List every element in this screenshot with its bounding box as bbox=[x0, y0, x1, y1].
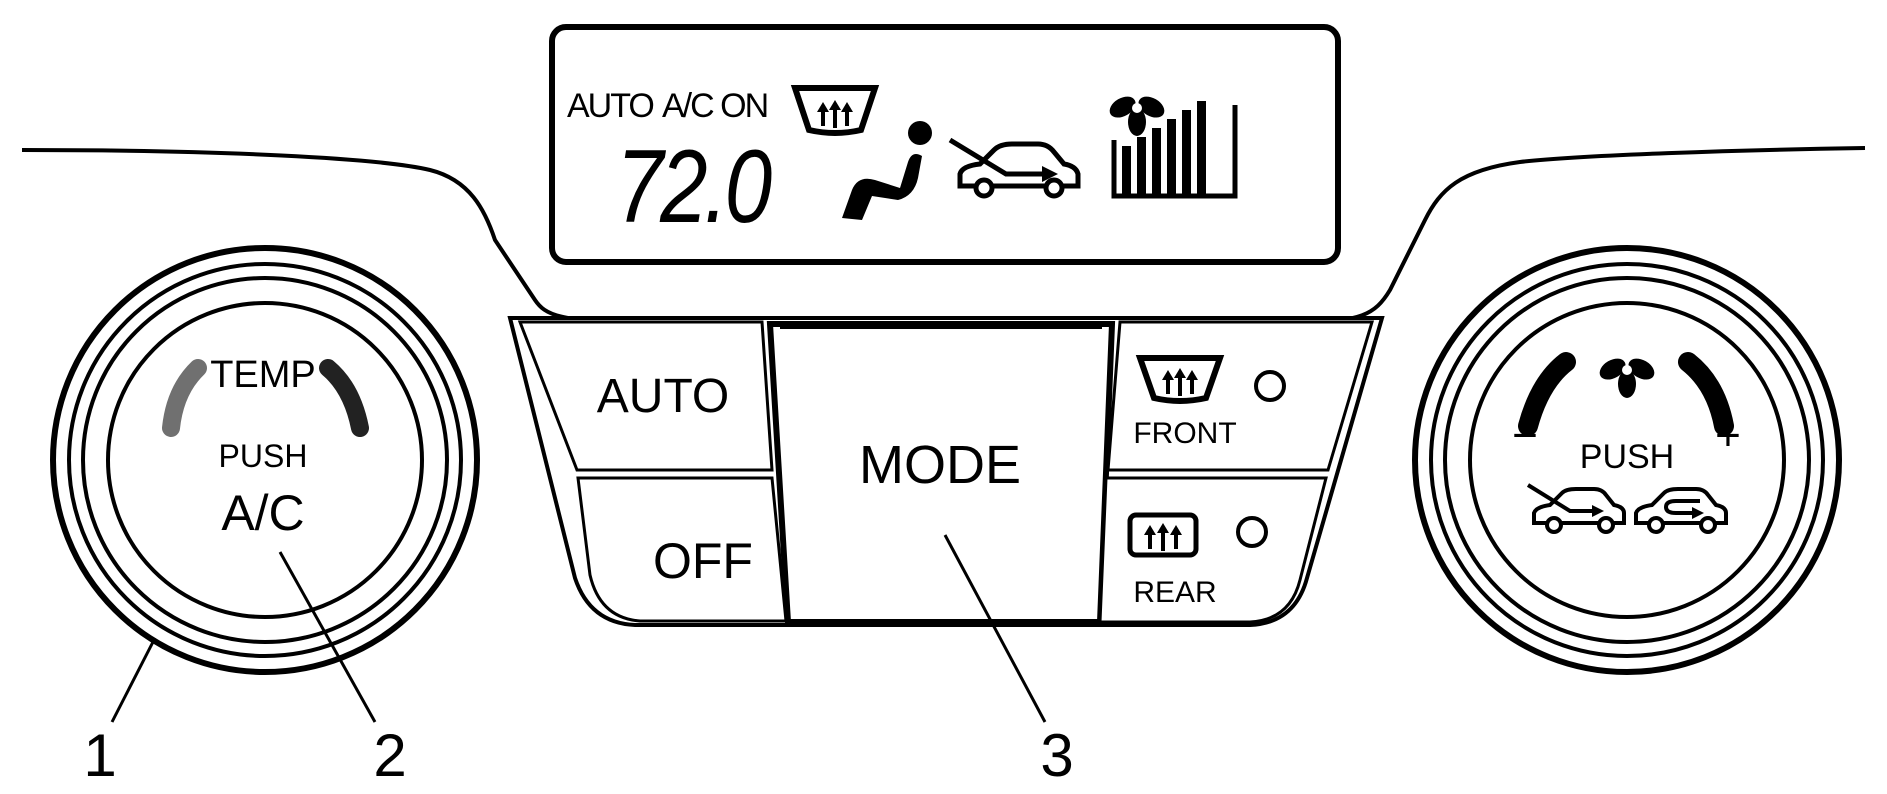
temp-label: TEMP bbox=[210, 354, 316, 396]
right-knob-push-label: PUSH bbox=[1580, 438, 1674, 476]
fan-increase-arc bbox=[1678, 352, 1734, 436]
front-defrost-button[interactable]: FRONT bbox=[1106, 320, 1375, 472]
button-cluster: AUTO OFF MODE FRONT bbox=[507, 316, 1385, 627]
front-defrost-icon bbox=[1135, 355, 1225, 404]
auto-button[interactable]: AUTO bbox=[517, 320, 774, 472]
lcd-display: AUTO A/C ON 72.0 bbox=[549, 24, 1341, 265]
temp-warm-arc bbox=[319, 359, 369, 437]
fan-speed-bar bbox=[1122, 146, 1131, 196]
callout-1: 1 bbox=[83, 722, 116, 789]
fan-icon bbox=[1109, 96, 1165, 136]
rear-defrost-button[interactable]: REAR bbox=[1098, 476, 1328, 624]
display-auto-text: AUTO bbox=[567, 87, 653, 125]
fan-decrease-arc bbox=[1518, 352, 1576, 436]
fan-speed-bar bbox=[1197, 101, 1206, 196]
fan-speed-bar bbox=[1182, 110, 1191, 196]
outside-air-car-icon bbox=[948, 137, 1081, 199]
lcd-frame bbox=[549, 24, 1341, 265]
rear-button-label: REAR bbox=[1133, 576, 1216, 609]
callout-3-leader bbox=[943, 534, 1047, 723]
fan-speed-bar bbox=[1152, 128, 1161, 196]
rear-defrost-icon bbox=[1127, 512, 1199, 558]
outside-air-icon bbox=[1526, 483, 1626, 534]
rear-defrost-indicator-light bbox=[1236, 516, 1268, 548]
vent-airflow-seat-icon bbox=[842, 121, 932, 220]
callout-2-leader bbox=[278, 551, 377, 723]
front-button-label: FRONT bbox=[1133, 417, 1236, 450]
left-knob-push-label: PUSH bbox=[219, 438, 308, 474]
mode-button[interactable]: MODE bbox=[766, 321, 1116, 625]
display-temperature: 72.0 bbox=[616, 129, 772, 245]
off-button[interactable]: OFF bbox=[576, 476, 788, 623]
fan-plus-label: + bbox=[1715, 411, 1741, 460]
ac-button-label: A/C bbox=[221, 485, 304, 541]
mode-button-label: MODE bbox=[859, 435, 1021, 495]
callout-3: 3 bbox=[1040, 722, 1073, 789]
callouts: 1 2 3 bbox=[83, 534, 1074, 789]
temperature-knob[interactable]: TEMP PUSH A/C bbox=[50, 245, 480, 675]
callout-2: 2 bbox=[373, 722, 406, 789]
fan-speed-knob[interactable]: − + PUSH bbox=[1412, 245, 1842, 675]
fan-speed-bar bbox=[1137, 137, 1146, 196]
windshield-defrost-icon bbox=[790, 85, 880, 136]
fan-speed-bars bbox=[1111, 101, 1238, 199]
front-defrost-indicator-light bbox=[1254, 370, 1286, 402]
off-button-label: OFF bbox=[653, 533, 753, 589]
display-ac-on-text: A/C ON bbox=[662, 87, 767, 125]
fan-speed-bar bbox=[1167, 119, 1176, 196]
knob-fan-icon bbox=[1599, 358, 1655, 398]
recirculation-icon bbox=[1634, 487, 1728, 534]
fan-minus-label: − bbox=[1512, 411, 1538, 460]
temp-cool-arc bbox=[162, 359, 207, 437]
auto-button-label: AUTO bbox=[597, 370, 729, 423]
callout-1-leader bbox=[110, 637, 157, 723]
